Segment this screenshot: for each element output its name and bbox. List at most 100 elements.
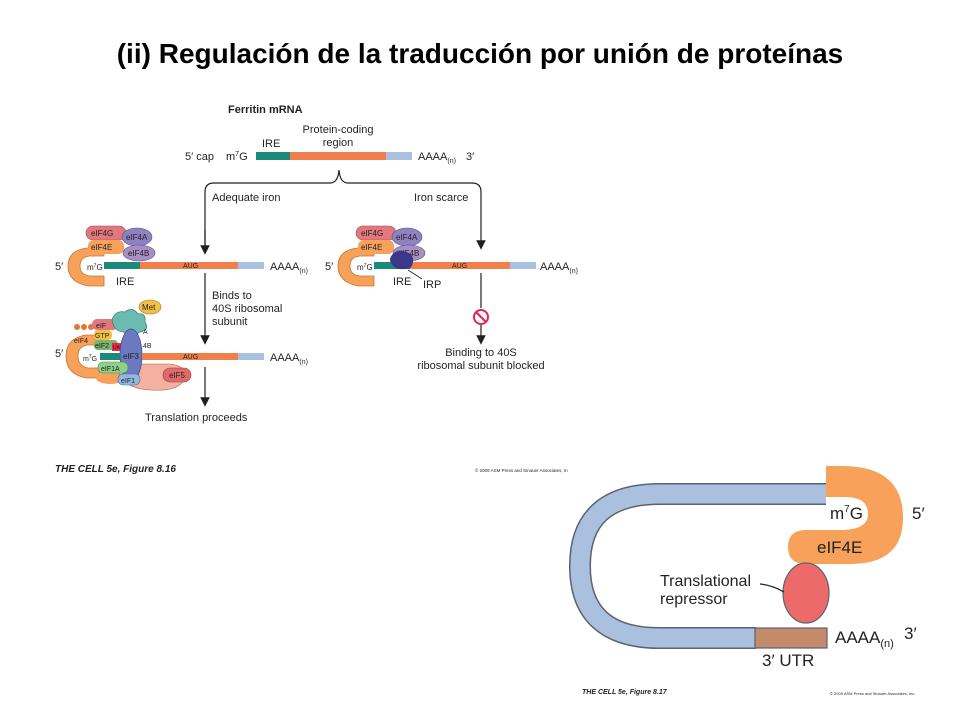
polya-segment xyxy=(386,152,412,160)
mrna-loop-outline xyxy=(569,483,826,649)
ferritin-mrna-label: Ferritin mRNA xyxy=(228,104,303,116)
m7g-right: m7G xyxy=(357,263,373,272)
eif4b-label-bottom: 4B xyxy=(143,343,152,350)
left-initiation-complex: 5′ eIF4G eIF4E eIF4A eIF4B m7G AUG AAAA(… xyxy=(55,225,308,288)
aug-met-trna xyxy=(112,343,122,351)
repressor-leader-line xyxy=(759,583,785,593)
right-irp-complex: 5′ eIF4G eIF4E eIF4A eIF4B m7G AUG AAAA(… xyxy=(325,225,578,291)
coding-bottom xyxy=(142,353,238,360)
polya-label-bottom: AAAA(n) xyxy=(270,352,308,366)
block-icon-slash xyxy=(475,311,487,323)
polya-label-left: AAAA(n) xyxy=(270,261,308,275)
eif4e-label-bottom: eIF4 xyxy=(74,338,88,345)
binds-label-2: 40S ribosomal xyxy=(212,303,282,315)
adequate-iron-label: Adequate iron xyxy=(212,192,281,204)
aug-left: AUG xyxy=(183,263,198,270)
eif4e-right xyxy=(337,247,375,287)
phospho-2 xyxy=(81,324,87,330)
eif1a-label: eIF1A xyxy=(101,366,120,373)
gtp-label: GTP xyxy=(95,333,110,340)
proceeds-label: Translation proceeds xyxy=(145,412,248,424)
coding-right xyxy=(410,262,510,269)
polya-bottom xyxy=(238,353,264,360)
eif4a-label-bottom: A xyxy=(143,329,148,336)
phospho-1 xyxy=(74,324,80,330)
eif4g-label-left: eIF4G xyxy=(91,229,113,238)
eif4e-box-left xyxy=(88,240,124,254)
eif4a-label-left: eIF4A xyxy=(126,233,148,242)
m7g-bottom: m7G xyxy=(83,354,97,363)
five-prime-fig2: 5′ xyxy=(912,504,925,523)
eif4e-protein xyxy=(788,466,903,564)
eif1-label: eIF1 xyxy=(121,378,135,385)
eif5 xyxy=(162,367,192,383)
eif4e-label-fig2: eIF4E xyxy=(817,538,862,557)
eif2-label: eIF2 xyxy=(95,343,109,350)
five-cap-label: 5′ cap xyxy=(185,151,214,163)
eif4e-box-right xyxy=(358,240,394,254)
m7g-label: m7G xyxy=(226,151,248,163)
eif4e-left xyxy=(67,247,105,287)
polya-label-fig2: AAAA(n) xyxy=(835,628,894,650)
iron-scarce-label: Iron scarce xyxy=(414,192,468,204)
ire-label: IRE xyxy=(262,138,280,150)
gtp-box xyxy=(94,330,112,340)
ire-left xyxy=(104,262,140,269)
translational-repressor xyxy=(782,562,830,624)
ire-label-left: IRE xyxy=(116,276,134,288)
ire-segment xyxy=(256,152,290,160)
ire-label-right: IRE xyxy=(393,276,411,288)
eif4e-foot xyxy=(96,372,124,384)
figure-8-17-copyright: © 2009 ASM Press and Sinauer Associates,… xyxy=(830,691,915,696)
met-bubble xyxy=(138,299,162,315)
utr-segment xyxy=(754,627,828,649)
branch-brace xyxy=(204,169,486,250)
irp-leader xyxy=(407,269,423,280)
figure-8-16-copyright: © 2009 ASM Press and Sinauer Associates,… xyxy=(475,467,568,473)
m7g-label-fig2: m7G xyxy=(830,504,863,523)
blocked-label-1: Binding to 40S xyxy=(445,347,517,359)
repressor-label-1: Translational xyxy=(660,573,751,590)
ribosome-complex: 5′ eIF GTP eIF4 eIF2 UA Met A 4B eIF3 m7… xyxy=(55,299,308,391)
met-label: Met xyxy=(142,303,156,312)
repressor-label-2: repressor xyxy=(660,591,728,608)
m7g-left: m7G xyxy=(87,263,103,272)
top-mrna: 5′ cap m7G IRE Protein-coding region AAA… xyxy=(185,124,474,165)
coding-label-1: Protein-coding xyxy=(303,124,374,136)
coding-label-2: region xyxy=(323,137,354,149)
coding-segment xyxy=(290,152,386,160)
trna-met xyxy=(111,309,147,336)
slide-title: (ii) Regulación de la traducción por uni… xyxy=(116,38,844,69)
eif4a-label-right: eIF4A xyxy=(396,233,418,242)
binds-label-3: subunit xyxy=(212,316,247,328)
mrna-loop xyxy=(570,484,826,648)
three-prime-label: 3′ xyxy=(466,151,474,163)
eif4g-bottom xyxy=(92,319,118,330)
ire-right xyxy=(374,262,410,269)
eif1a xyxy=(97,361,129,374)
eif4e-label-left: eIF4E xyxy=(91,243,112,252)
aug-right: AUG xyxy=(452,263,467,270)
five-prime-right: 5′ xyxy=(325,261,333,273)
eif4g-label-bottom: eIF xyxy=(96,323,106,330)
five-prime-bottom: 5′ xyxy=(55,348,63,360)
binds-label-1: Binds to xyxy=(212,290,252,302)
eif4g-label-right: eIF4G xyxy=(361,229,383,238)
aug-bottom: AUG xyxy=(183,354,198,361)
eif3-label: eIF3 xyxy=(123,352,140,361)
blocked-label-2: ribosomal subunit blocked xyxy=(417,360,544,372)
three-prime-fig2: 3′ xyxy=(904,624,917,643)
figure-8-16-caption: THE CELL 5e, Figure 8.16 xyxy=(55,464,176,475)
polya-right xyxy=(510,262,536,269)
coding-left xyxy=(140,262,238,269)
figure-8-17-caption: THE CELL 5e, Figure 8.17 xyxy=(582,689,668,696)
utr-label: 3′ UTR xyxy=(762,651,814,670)
ire-bottom xyxy=(100,353,120,360)
polya-left xyxy=(238,262,264,269)
eif4e-label-right: eIF4E xyxy=(361,243,382,252)
eif4b-left xyxy=(122,244,156,262)
irp-label: IRP xyxy=(423,279,441,291)
irp-protein xyxy=(390,250,414,270)
eif5-label: eIF5 xyxy=(169,371,186,380)
